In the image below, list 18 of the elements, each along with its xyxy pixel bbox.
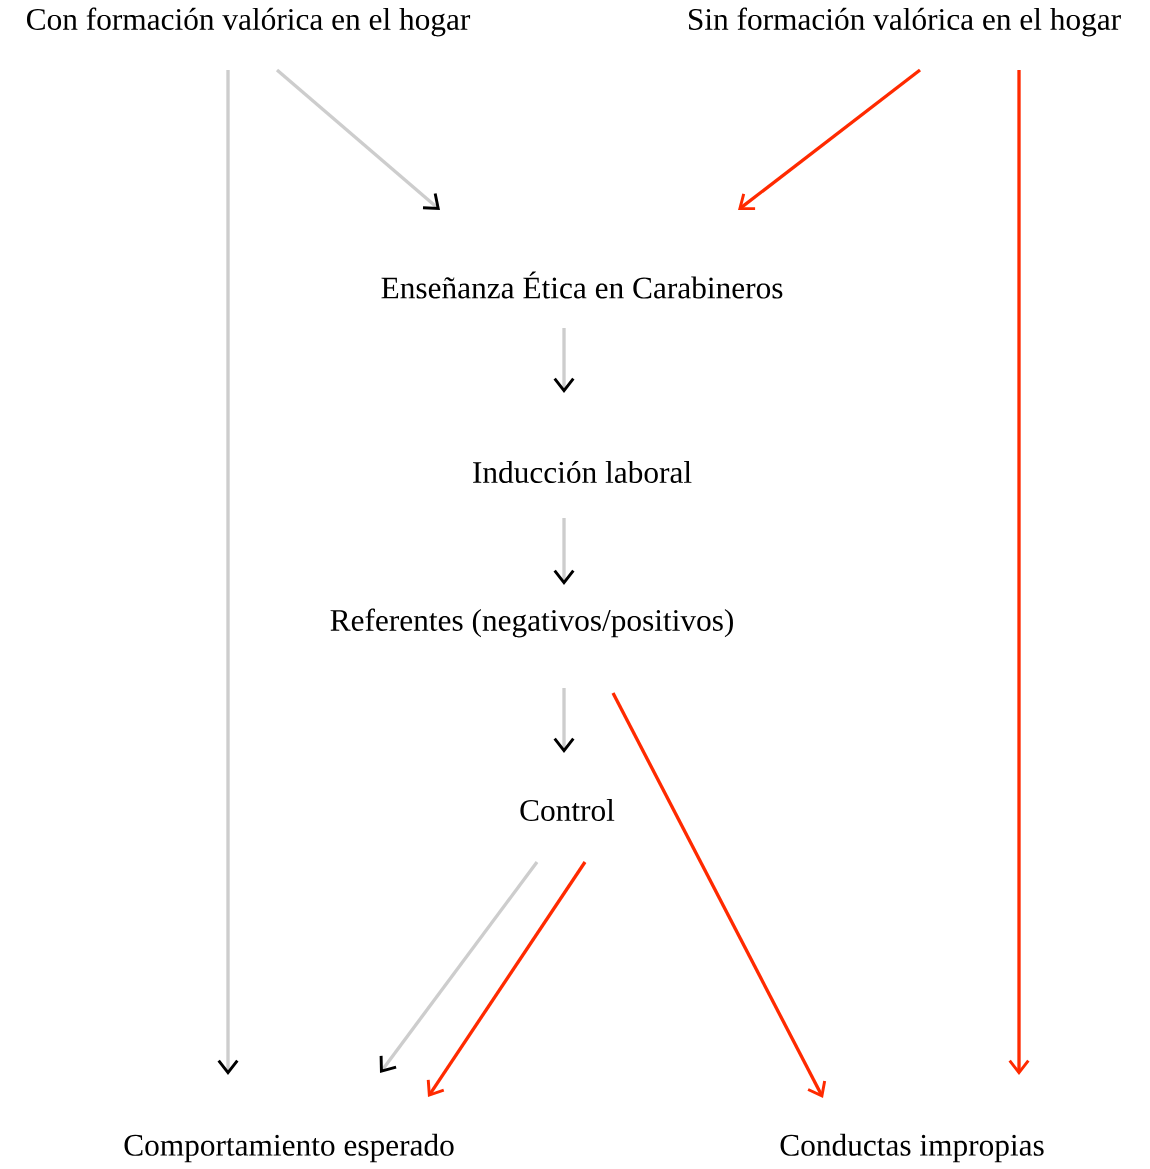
arrow [738,68,922,211]
arrow [275,68,440,210]
arrow [426,861,587,1097]
arrow [553,518,575,585]
arrow [553,688,575,753]
arrow [611,692,827,1098]
text-label: Comportamiento esperado [124,1133,454,1163]
arrow [553,328,575,393]
text-label: Inducción laboral [473,460,692,484]
text-label: Referentes (negativos/positivos) [330,608,733,638]
arrow [379,861,539,1073]
arrow [1008,70,1030,1075]
text-label: Sin formación valórica en el hogar [689,7,1121,37]
text-label: Con formación valórica en el hogar [27,7,471,37]
text-label: Control [520,799,615,822]
arrow [217,70,239,1075]
text-label: Conductas impropias [780,1133,1044,1163]
text-label: Enseñanza Ética en Carabineros [381,271,783,299]
